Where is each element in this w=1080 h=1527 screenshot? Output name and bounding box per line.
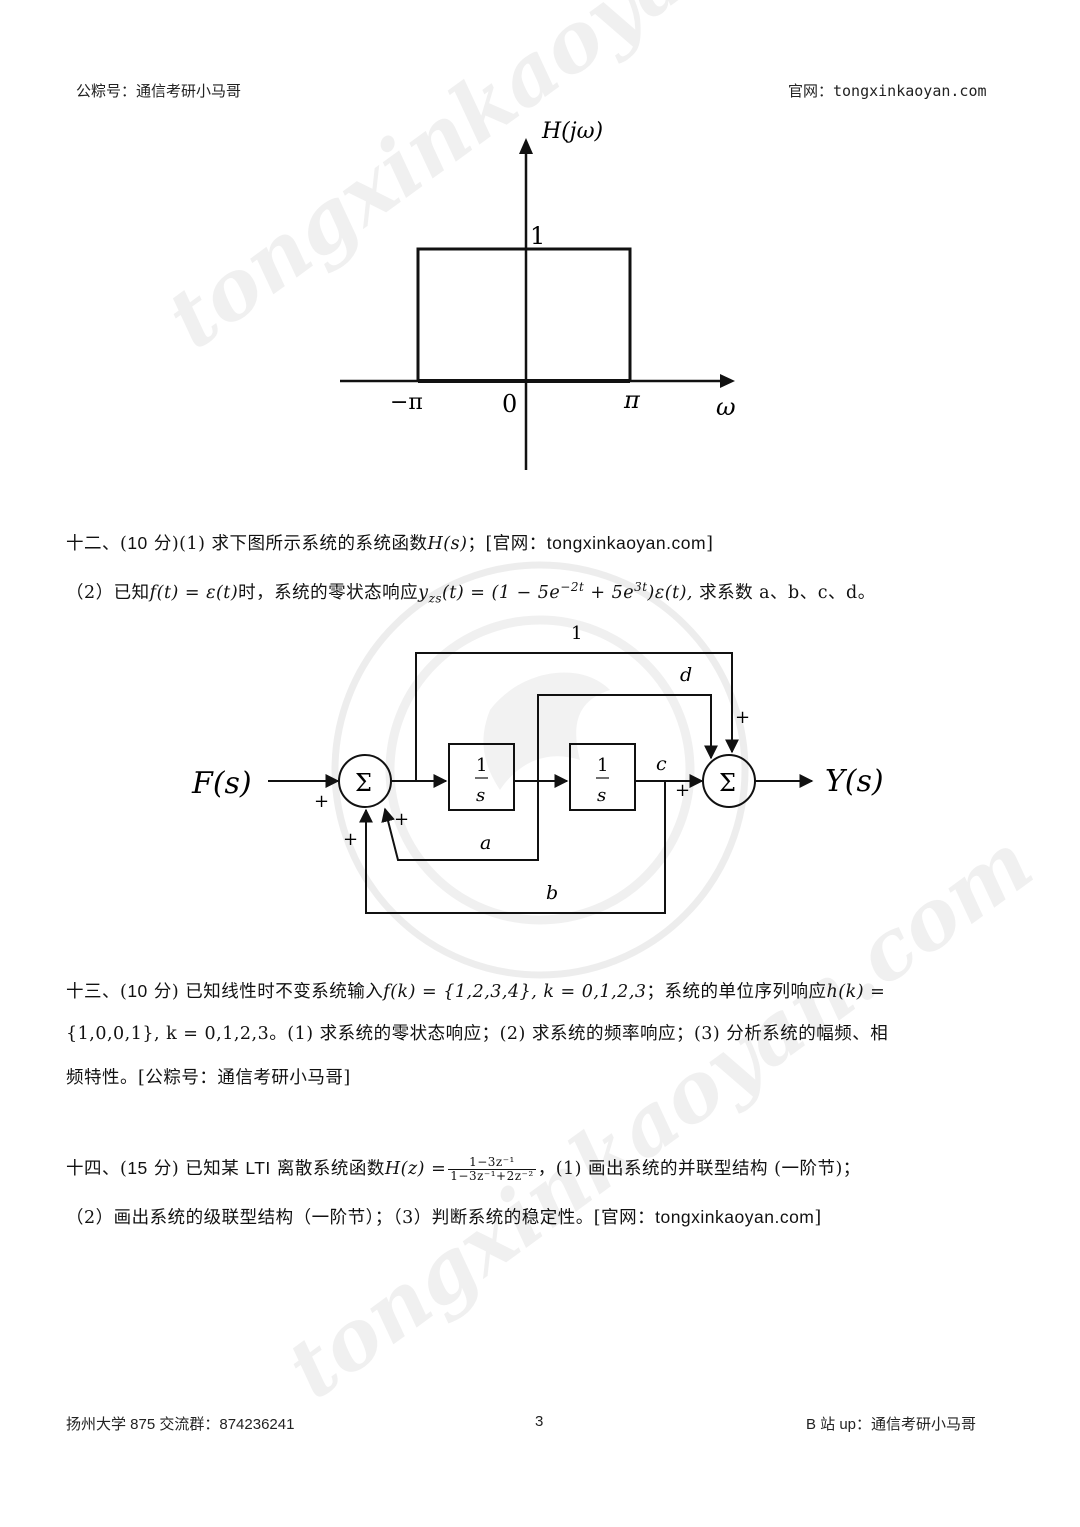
q14-parts: （2）画出系统的级联型结构（一阶节）；（3）判断系统的稳定性。[官网：: [66, 1208, 656, 1228]
q14-denominator: 1−3z⁻¹+2z⁻²: [450, 1169, 534, 1183]
int2-num: 1: [597, 755, 608, 776]
gain-1-label: 1: [571, 623, 582, 644]
q14-text-2: 离散系统函数: [270, 1159, 385, 1179]
q13-text-2: ；系统的单位序列响应: [646, 982, 827, 1002]
gain-a-label: a: [480, 832, 491, 854]
q13-points: 10: [127, 981, 148, 1001]
question-13-line-1: 十三、(10 分) 已知线性时不变系统输入f(k) = {1,2,3,4}, k…: [66, 975, 885, 1009]
x-axis-label: ω: [716, 393, 736, 421]
sum-symbol-1: Σ: [355, 769, 372, 797]
q13-impulse-seq: {1,0,0,1}, k = 0,1,2,3: [66, 1024, 270, 1044]
frequency-response-chart: H(jω) 1 −π 0 π ω: [340, 119, 736, 470]
rect-pulse: [416, 247, 632, 381]
plus-b: +: [343, 829, 358, 850]
question-14-line-2: （2）画出系统的级联型结构（一阶节）；（3）判断系统的稳定性。[官网：tongx…: [66, 1201, 822, 1235]
question-13-line-2: {1,0,0,1}, k = 0,1,2,3。(1) 求系统的零状态响应；(2)…: [66, 1018, 888, 1051]
q13-tail: 频特性。[公粽号：通信考研小马哥]: [66, 1068, 351, 1088]
plus-top: +: [735, 707, 750, 728]
plus-input: +: [314, 791, 329, 812]
input-label: F(s): [191, 766, 252, 801]
q14-number: 十四、(: [66, 1159, 128, 1179]
q14-part1: ，(1) 画出系统的并联型结构 (一阶节)；: [537, 1159, 861, 1179]
q12-response-3: )ε(t),: [647, 582, 693, 603]
x-tick-pi: π: [623, 386, 641, 414]
output-label: Y(s): [825, 764, 884, 799]
q14-lti: LTI: [245, 1158, 271, 1178]
x-axis-arrow-icon: [720, 374, 735, 388]
header-right-text: 官网：tongxinkaoyan.com: [788, 82, 987, 100]
q13-hk: h(k) =: [826, 982, 886, 1002]
q14-hz: H(z) =: [384, 1159, 447, 1179]
system-block-diagram: F(s) Y(s) Σ Σ 1 s 1 s 1 d c a b + + + + …: [191, 623, 884, 914]
x-tick-zero: 0: [502, 390, 517, 418]
y-axis-label: H(jω): [541, 119, 603, 144]
int1-den: s: [476, 785, 485, 806]
q14-numerator: 1−3z⁻¹: [448, 1156, 536, 1170]
plus-c: +: [675, 780, 690, 801]
gain-d-label: d: [680, 664, 692, 686]
q12-response-2: + 5e: [584, 582, 635, 603]
q12-bracket: ]: [706, 534, 714, 554]
q14-website-link[interactable]: tongxinkaoyan.com: [655, 1207, 815, 1227]
footer-left-text: 扬州大学 875 交流群：874236241: [66, 1416, 295, 1433]
q12-website-link[interactable]: tongxinkaoyan.com: [546, 533, 707, 553]
q12-points: 10: [127, 533, 148, 553]
q13-text: 分) 已知线性时不变系统输入: [147, 982, 384, 1002]
q12-response-1: (t) = (1 − 5e: [442, 582, 561, 603]
question-13-line-3: 频特性。[公粽号：通信考研小马哥]: [66, 1062, 351, 1095]
q14-points: 15: [127, 1158, 148, 1178]
int2-den: s: [597, 785, 606, 806]
page-number: 3: [535, 1413, 544, 1430]
question-12-line-1: 十二、(10 分)(1) 求下图所示系统的系统函数H(s)；[官网：tongxi…: [66, 527, 713, 561]
q13-input-seq: f(k) = {1,2,3,4}, k = 0,1,2,3: [383, 982, 647, 1002]
q14-text: 分) 已知某: [147, 1159, 246, 1179]
int1-num: 1: [476, 755, 487, 776]
gain-b-label: b: [546, 882, 558, 904]
q12-math: H(s): [427, 534, 468, 554]
x-tick-neg-pi: −π: [390, 390, 423, 415]
sum-symbol-2: Σ: [719, 769, 736, 797]
integrator-1: [448, 743, 515, 811]
q12-text-2: ；[官网：: [467, 534, 547, 554]
footer-right-text: B 站 up：通信考研小马哥: [806, 1416, 977, 1433]
question-12-line-2: （2）已知f(t) = ε(t)时，系统的零状态响应yzs(t) = (1 − …: [66, 571, 876, 615]
q12-text: 分)(1) 求下图所示系统的系统函数: [147, 534, 428, 554]
y-axis-arrow-icon: [519, 138, 533, 154]
gain-c-label: c: [656, 753, 667, 775]
q12-yzs: y: [418, 582, 429, 603]
header-left-text: 公粽号：通信考研小马哥: [76, 82, 242, 100]
q14-bracket: ]: [814, 1208, 822, 1228]
q13-number: 十三、(: [66, 982, 128, 1002]
q12-ask: 求系数 a、b、c、d。: [693, 582, 876, 603]
q12-exp-1: −2t: [560, 580, 585, 594]
q12-exp-2: 3t: [634, 580, 648, 594]
q12-part2-text: 时，系统的零状态响应: [238, 582, 419, 603]
q12-yzs-sub: zs: [428, 591, 443, 606]
q13-parts: 。(1) 求系统的零状态响应；(2) 求系统的频率响应；(3) 分析系统的幅频、…: [269, 1024, 889, 1044]
y-tick-one: 1: [530, 222, 545, 250]
q12-input-math: f(t) = ε(t): [149, 582, 239, 603]
plus-a: +: [394, 809, 409, 830]
q12-number: 十二、(: [66, 534, 128, 554]
integrator-2: [569, 743, 636, 811]
q12-part2-label: （2）已知: [66, 582, 150, 603]
